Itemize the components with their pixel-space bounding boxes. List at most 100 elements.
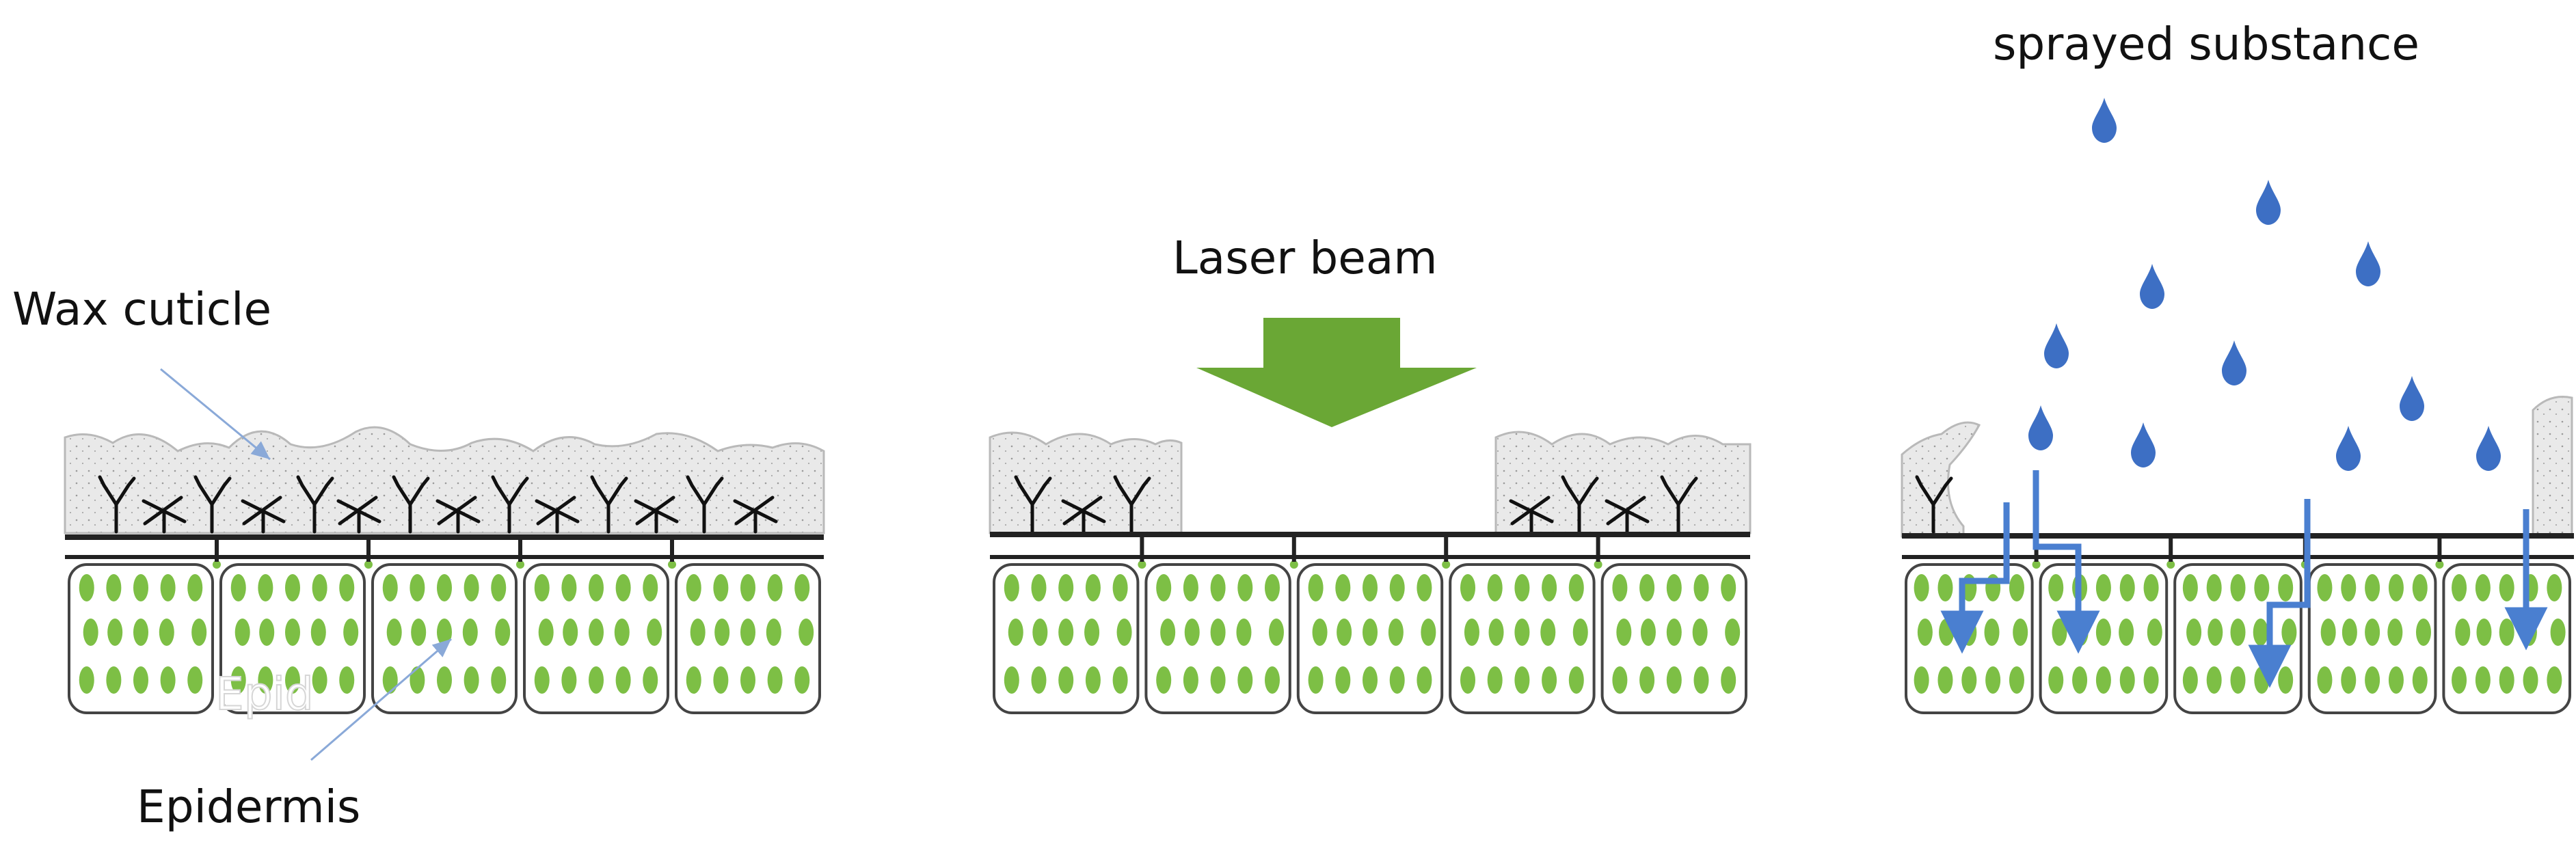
chloroplast [1184,619,1200,646]
cell-junction [668,560,676,569]
chloroplast [1183,574,1198,601]
chloroplast [1183,666,1198,694]
chloroplast [2550,619,2566,646]
cell-junction [1594,560,1602,569]
chloroplast [1237,574,1253,601]
droplet-icon [2222,340,2246,385]
chloroplast [713,666,729,694]
chloroplast [1031,666,1047,694]
chloroplast [2208,619,2223,646]
chloroplast [643,574,658,601]
chloroplast [343,619,359,646]
chloroplast [495,619,511,646]
chloroplast [437,619,452,646]
chloroplast [1985,666,2001,694]
chloroplast [2013,619,2028,646]
chloroplast [690,619,706,646]
chloroplast [1236,619,1252,646]
chloroplast [1514,574,1530,601]
trichome [1660,475,1698,534]
chloroplast [686,574,701,601]
epidermis-cell [2173,563,2303,714]
cell-junction [364,560,373,569]
chloroplast [1210,619,1226,646]
chloroplast [1568,574,1584,601]
chloroplast [1264,666,1280,694]
chloroplast [561,574,577,601]
epidermis-cell [2442,563,2571,714]
chloroplast [1666,574,1682,601]
chloroplast [437,574,452,601]
chloroplast [2388,666,2404,694]
chloroplast [538,619,554,646]
chloroplast [312,574,327,601]
penetration-arrows [1940,470,2548,688]
epidermis-cell [1144,563,1291,714]
trichome [1915,475,1953,534]
trichome [142,496,187,534]
panel-sprayed [1901,98,2574,714]
chloroplast [2182,666,2198,694]
chloroplast [2320,619,2336,646]
chloroplast [312,666,327,694]
chloroplast [491,666,507,694]
chloroplast [1612,574,1628,601]
chloroplast [615,666,631,694]
chloroplast [259,619,275,646]
trichome [296,475,334,534]
chloroplast [1616,619,1632,646]
droplet-icon [2044,323,2069,368]
cuticle-membrane [1902,533,2574,539]
down-arrow-icon [1196,318,1477,427]
chloroplast [1335,666,1351,694]
chloroplast [2412,574,2428,601]
chloroplast [2072,666,2088,694]
chloroplast [2523,666,2538,694]
trichome [1605,496,1650,534]
trichome [634,496,679,534]
chloroplast [79,574,94,601]
chloroplast [1939,619,1955,646]
chloroplast [1417,574,1432,601]
chloroplast [1156,574,1172,601]
chloroplast [2412,666,2428,694]
chloroplast [133,666,148,694]
epidermis-cell [371,563,518,714]
chloroplast [491,574,507,601]
chloroplast [2095,619,2111,646]
chloroplast [133,574,148,601]
chloroplast [1388,619,1404,646]
epidermis-cell [675,563,821,714]
chloroplast [1031,574,1047,601]
cuticle-membrane [990,532,1750,537]
chloroplast [285,574,300,601]
chloroplast [464,574,479,601]
chloroplast [1937,666,1953,694]
chloroplast [410,574,425,601]
chloroplast [187,574,203,601]
chloroplast [2499,666,2514,694]
chloroplast [686,666,701,694]
epidermis-cell [1905,563,2034,714]
chloroplast [1639,666,1655,694]
chloroplast [2365,619,2380,646]
cuticle-membrane-lower [1902,555,2574,559]
chloroplast [2009,666,2024,694]
chloroplast [1085,574,1101,601]
trichome [1509,496,1554,534]
chloroplast [2143,666,2159,694]
trichomes [1014,475,1698,534]
chloroplast [2009,574,2024,601]
chloroplast [1008,619,1023,646]
epidermis-cell [68,563,214,714]
chloroplast [589,666,604,694]
chloroplast [1032,619,1048,646]
chloroplast [2119,574,2135,601]
chloroplast [411,619,427,646]
chloroplast [1085,666,1101,694]
chloroplast [79,666,94,694]
chloroplast [1693,574,1709,601]
epidermis-cell [1449,563,1596,714]
chloroplast [462,619,478,646]
